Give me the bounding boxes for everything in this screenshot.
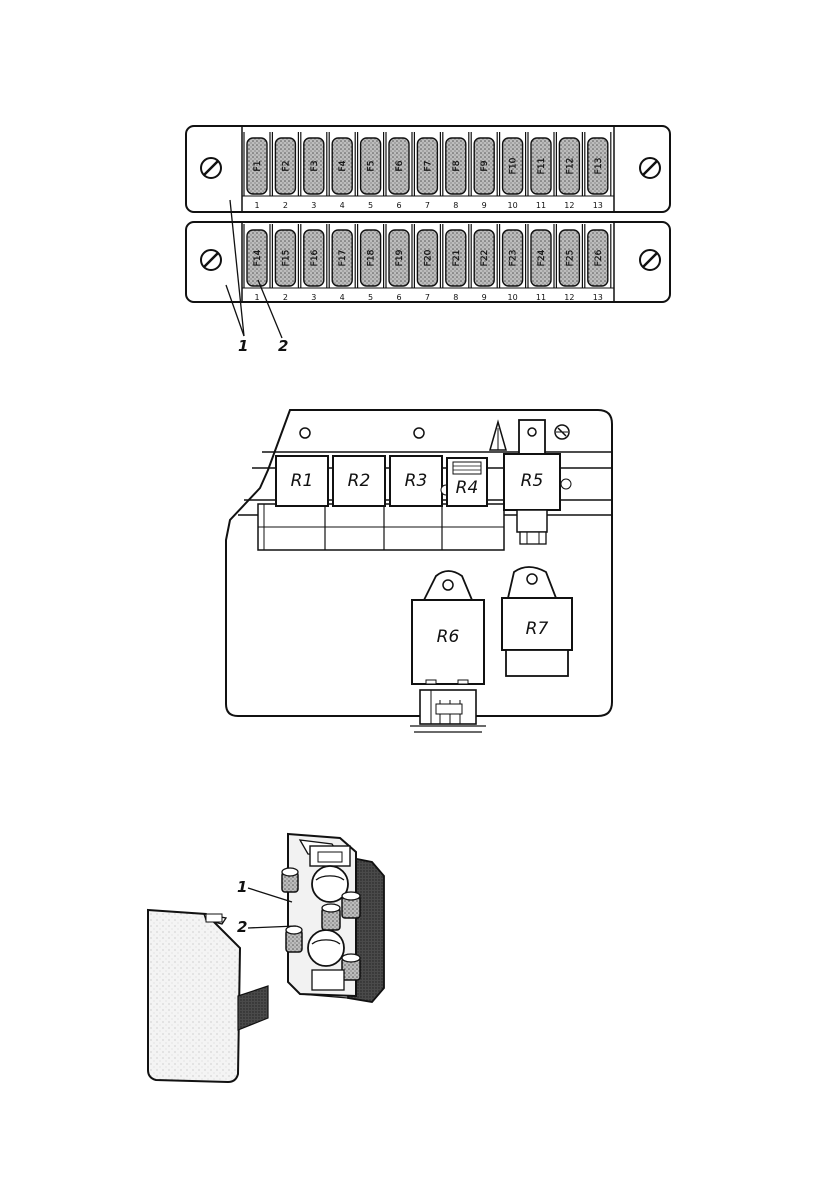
slot-number: 1 [254, 293, 259, 302]
slot-number: 4 [340, 201, 345, 210]
callout-1: 1 [238, 337, 248, 355]
slot-number: 13 [593, 293, 603, 302]
mounting-hole-icon [414, 428, 424, 438]
relay-label: R7 [526, 619, 549, 639]
fuse-label: F21 [452, 250, 462, 267]
fuse-label: F6 [395, 160, 405, 171]
fuse-label: F24 [537, 249, 547, 266]
relay-r4: R4 [447, 458, 487, 506]
fuse-label: F18 [367, 249, 377, 266]
slot-number: 3 [311, 293, 316, 302]
relay-panel: R1 R2 R3 R4 R5 [226, 410, 612, 732]
slot-number: 12 [564, 293, 574, 302]
fuse-block: F11F22F33F44F55F66F77F88F99F1010F1111F12… [186, 126, 670, 355]
fuse-label: F14 [253, 249, 263, 266]
fuse-label: F22 [480, 250, 490, 267]
callout-2: 2 [278, 337, 288, 355]
terminal-screw-icon [322, 904, 340, 930]
slot-number: 11 [536, 201, 546, 210]
slot-number: 12 [564, 201, 574, 210]
relay-label: R5 [521, 471, 544, 491]
slot-number: 7 [425, 201, 430, 210]
slot-number: 11 [536, 293, 546, 302]
screw-icon [555, 425, 569, 439]
relay-label: R3 [405, 471, 428, 491]
slot-number: 6 [396, 201, 401, 210]
fuse-label: F20 [423, 249, 433, 266]
slot-number: 9 [482, 293, 487, 302]
fuse-label: F3 [310, 161, 320, 172]
relay-label: R1 [291, 471, 314, 491]
fuse-label: F4 [338, 160, 348, 171]
terminal-screw-icon [342, 954, 360, 980]
slot-number: 4 [340, 293, 345, 302]
fuse-label: F19 [395, 249, 405, 266]
fuse-label: F11 [537, 158, 547, 175]
callout-1: 1 [237, 878, 247, 896]
fuse-label: F10 [509, 157, 519, 174]
slot-number: 7 [425, 293, 430, 302]
slot-number: 9 [482, 201, 487, 210]
fuse-label: F26 [594, 249, 604, 266]
fuse-label: F16 [310, 249, 320, 266]
relay-label: R4 [456, 478, 479, 498]
slot-number: 10 [508, 201, 518, 210]
fuse-label: F8 [452, 160, 462, 171]
relay-r1: R1 [276, 456, 328, 506]
terminal-screw-icon [342, 892, 360, 918]
slot-number: 6 [396, 293, 401, 302]
slot-number: 3 [311, 201, 316, 210]
fuse-label: F13 [594, 158, 604, 175]
screw-icon [640, 158, 660, 178]
cover-latch [238, 986, 268, 1030]
slot-number: 8 [453, 201, 458, 210]
slot-number: 2 [283, 201, 288, 210]
fuse-holder-cover [148, 910, 240, 1082]
fuse-label: F23 [509, 250, 519, 267]
screw-icon [640, 250, 660, 270]
terminal-screw-icon [286, 926, 302, 952]
fuse-label: F9 [480, 160, 490, 171]
relay-label: R2 [348, 471, 371, 491]
relay-label: R6 [437, 627, 460, 647]
screw-icon [201, 250, 221, 270]
slot-number: 1 [254, 201, 259, 210]
fuse-label: F1 [253, 161, 263, 172]
fuse-label: F25 [565, 250, 575, 267]
fuse-holder: 1 2 [148, 834, 384, 1082]
slot-number: 13 [593, 201, 603, 210]
relay-r3: R3 [390, 456, 451, 506]
fuse-label: F5 [367, 161, 377, 172]
mounting-hole-icon [300, 428, 310, 438]
fuse-label: F12 [565, 158, 575, 175]
slot-number: 10 [508, 293, 518, 302]
fuse-label: F7 [423, 161, 433, 172]
fuse-label: F17 [338, 250, 348, 267]
slot-number: 5 [368, 201, 373, 210]
fuse-label: F2 [281, 161, 291, 172]
slot-number: 2 [283, 293, 288, 302]
slot-number: 8 [453, 293, 458, 302]
relay-r2: R2 [333, 456, 385, 506]
slot-number: 5 [368, 293, 373, 302]
terminal-screw-icon [282, 868, 298, 892]
callout-2: 2 [237, 918, 247, 936]
screw-icon [201, 158, 221, 178]
cartridge-fuse-icon [308, 930, 344, 966]
fuse-label: F15 [281, 250, 291, 267]
